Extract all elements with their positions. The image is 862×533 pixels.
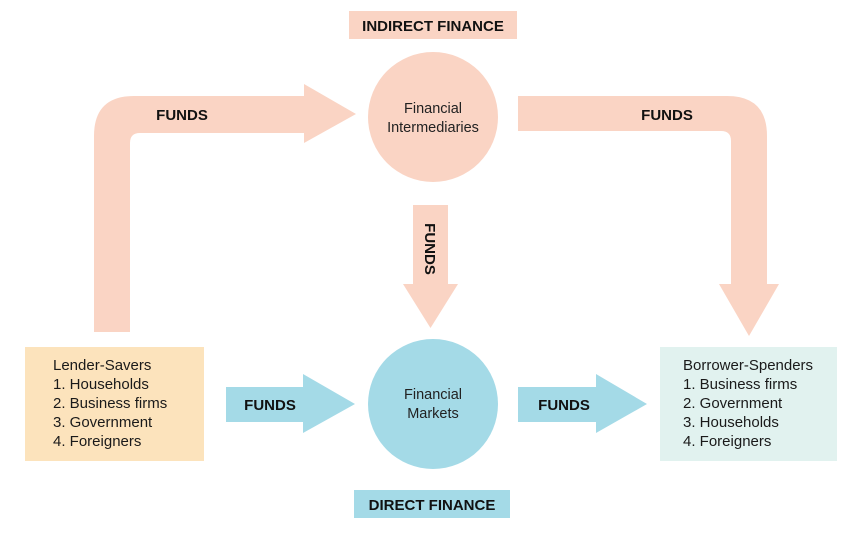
- direct-finance-label: DIRECT FINANCE: [354, 490, 510, 518]
- borrower-spenders-item: 3. Households: [683, 414, 779, 431]
- arrow-lender-to-intermediaries-label: FUNDS: [156, 107, 208, 124]
- arrow-intermediaries-to-markets: FUNDS: [403, 205, 458, 328]
- lender-savers-title: Lender-Savers: [53, 357, 151, 374]
- arrow-intermediaries-to-borrower-shape: [518, 96, 779, 336]
- lender-savers-item: 3. Government: [53, 414, 153, 431]
- arrow-lender-to-intermediaries: FUNDS: [94, 84, 356, 332]
- arrow-markets-to-borrower-label: FUNDS: [538, 397, 590, 414]
- arrow-intermediaries-to-markets-label: FUNDS: [421, 223, 438, 275]
- arrow-lender-to-markets: FUNDS: [226, 374, 355, 433]
- lender-savers-item: 4. Foreigners: [53, 433, 141, 450]
- borrower-spenders-item: 1. Business firms: [683, 376, 797, 393]
- borrower-spenders-title: Borrower-Spenders: [683, 357, 813, 374]
- lender-savers-item: 2. Business firms: [53, 395, 167, 412]
- financial-intermediaries-node: Financial Intermediaries: [368, 52, 498, 182]
- arrow-markets-to-borrower-shape: [518, 374, 647, 433]
- lender-savers-item: 1. Households: [53, 376, 149, 393]
- arrow-intermediaries-to-borrower-label: FUNDS: [641, 107, 693, 124]
- direct-finance-label-text: DIRECT FINANCE: [369, 497, 496, 514]
- borrower-spenders-item: 2. Government: [683, 395, 783, 412]
- financial-markets-circle: [368, 339, 498, 469]
- financial-intermediaries-circle: [368, 52, 498, 182]
- lender-savers-box: Lender-Savers 1. Households 2. Business …: [25, 347, 204, 461]
- financial-intermediaries-line1: Financial: [404, 101, 462, 117]
- borrower-spenders-box: Borrower-Spenders 1. Business firms 2. G…: [660, 347, 837, 461]
- arrow-intermediaries-to-borrower: FUNDS: [518, 96, 779, 336]
- direct-finance-label-bg: [354, 490, 510, 518]
- borrower-spenders-item: 4. Foreigners: [683, 433, 771, 450]
- borrower-spenders-box-bg: [660, 347, 837, 461]
- arrow-markets-to-borrower: FUNDS: [518, 374, 647, 433]
- financial-markets-line2: Markets: [407, 406, 459, 422]
- arrow-lender-to-intermediaries-shape: [94, 84, 356, 332]
- financial-markets-line1: Financial: [404, 387, 462, 403]
- indirect-finance-label-bg: [349, 11, 517, 39]
- indirect-finance-label: INDIRECT FINANCE: [349, 11, 517, 39]
- financial-intermediaries-line2: Intermediaries: [387, 120, 479, 136]
- financial-markets-node: Financial Markets: [368, 339, 498, 469]
- arrow-intermediaries-to-markets-shape: [403, 205, 458, 328]
- arrow-lender-to-markets-shape: [226, 374, 355, 433]
- lender-savers-box-bg: [25, 347, 204, 461]
- arrow-lender-to-markets-label: FUNDS: [244, 397, 296, 414]
- indirect-finance-label-text: INDIRECT FINANCE: [362, 18, 504, 35]
